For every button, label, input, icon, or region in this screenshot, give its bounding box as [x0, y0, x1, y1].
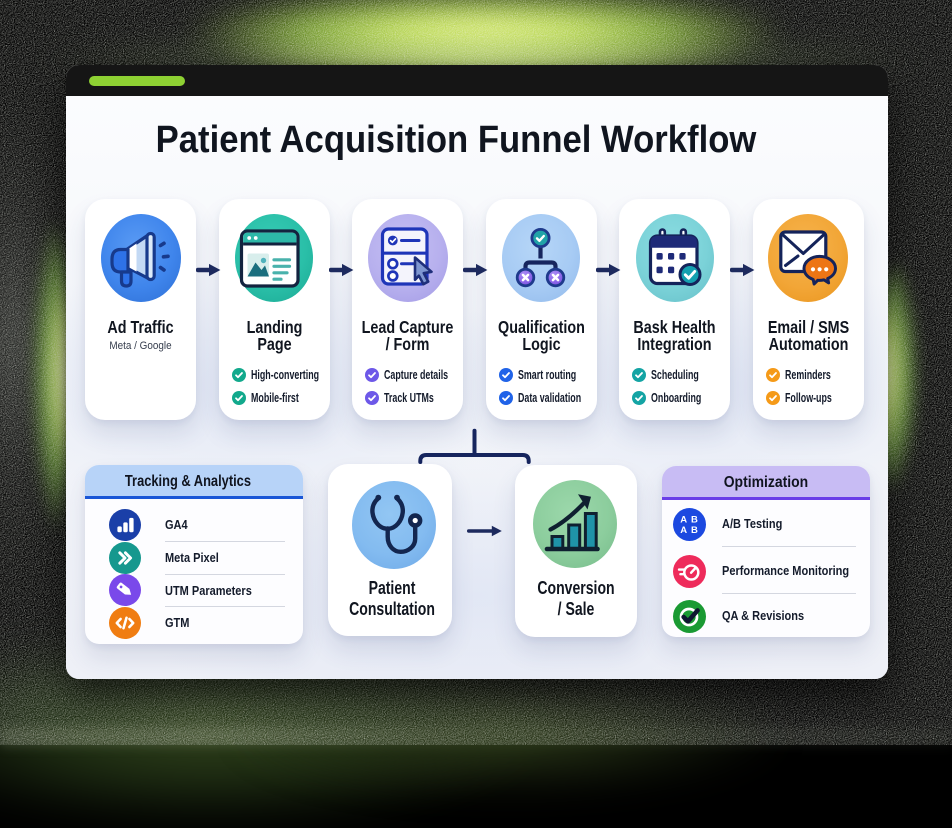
- svg-text:A B: A B: [680, 515, 698, 526]
- svg-text:A B: A B: [680, 526, 698, 537]
